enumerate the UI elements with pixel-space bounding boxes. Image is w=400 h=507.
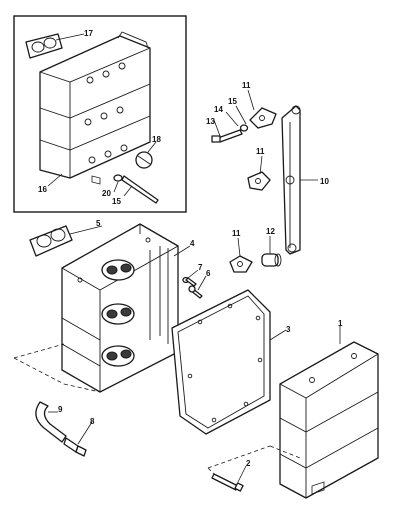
throttle-lever-lower [229,255,253,273]
callout-8: 8 [90,417,95,426]
inset-frame [13,15,187,213]
callout-1: 1 [338,319,343,328]
hose-9 [35,401,67,443]
callout-15-inset: 15 [112,197,121,206]
callout-13: 13 [206,117,215,126]
fitting-8 [63,437,87,457]
callout-14: 14 [214,105,223,114]
callout-5: 5 [96,219,101,228]
callout-20: 20 [102,189,111,198]
callout-6: 6 [206,269,211,278]
callout-12: 12 [266,227,275,236]
bolt-6 [188,285,203,299]
inset-cap [135,151,153,169]
callout-16: 16 [38,185,47,194]
roller-12 [261,253,282,267]
washer-14 [239,124,249,132]
housing-4 [61,223,179,393]
leader-lines [47,33,341,483]
callout-11-lower: 11 [232,229,241,238]
callout-3: 3 [286,325,291,334]
inset-bolt [113,174,159,204]
callout-4: 4 [190,239,195,248]
callout-11-top: 11 [242,81,251,90]
callout-9: 9 [58,405,63,414]
callout-15-linkage: 15 [228,97,237,106]
throttle-lever-middle [247,171,271,191]
alignment-line-hose [13,343,101,393]
callout-17: 17 [84,29,93,38]
screw-13 [211,129,243,143]
callout-2: 2 [246,459,251,468]
gasket-3 [171,289,271,435]
linkage-rod [281,105,301,255]
inset-cover [39,31,151,185]
throttle-lever-upper [249,107,277,129]
alignment-line-bolt [207,445,301,475]
gasket-5 [29,225,73,257]
cover-1 [279,341,379,499]
bolt-2 [211,473,244,492]
inset-gasket [25,33,63,59]
callout-10: 10 [320,177,329,186]
callout-7: 7 [198,263,203,272]
callout-18: 18 [152,135,161,144]
screw-7 [182,276,197,287]
callout-11-middle: 11 [256,147,265,156]
